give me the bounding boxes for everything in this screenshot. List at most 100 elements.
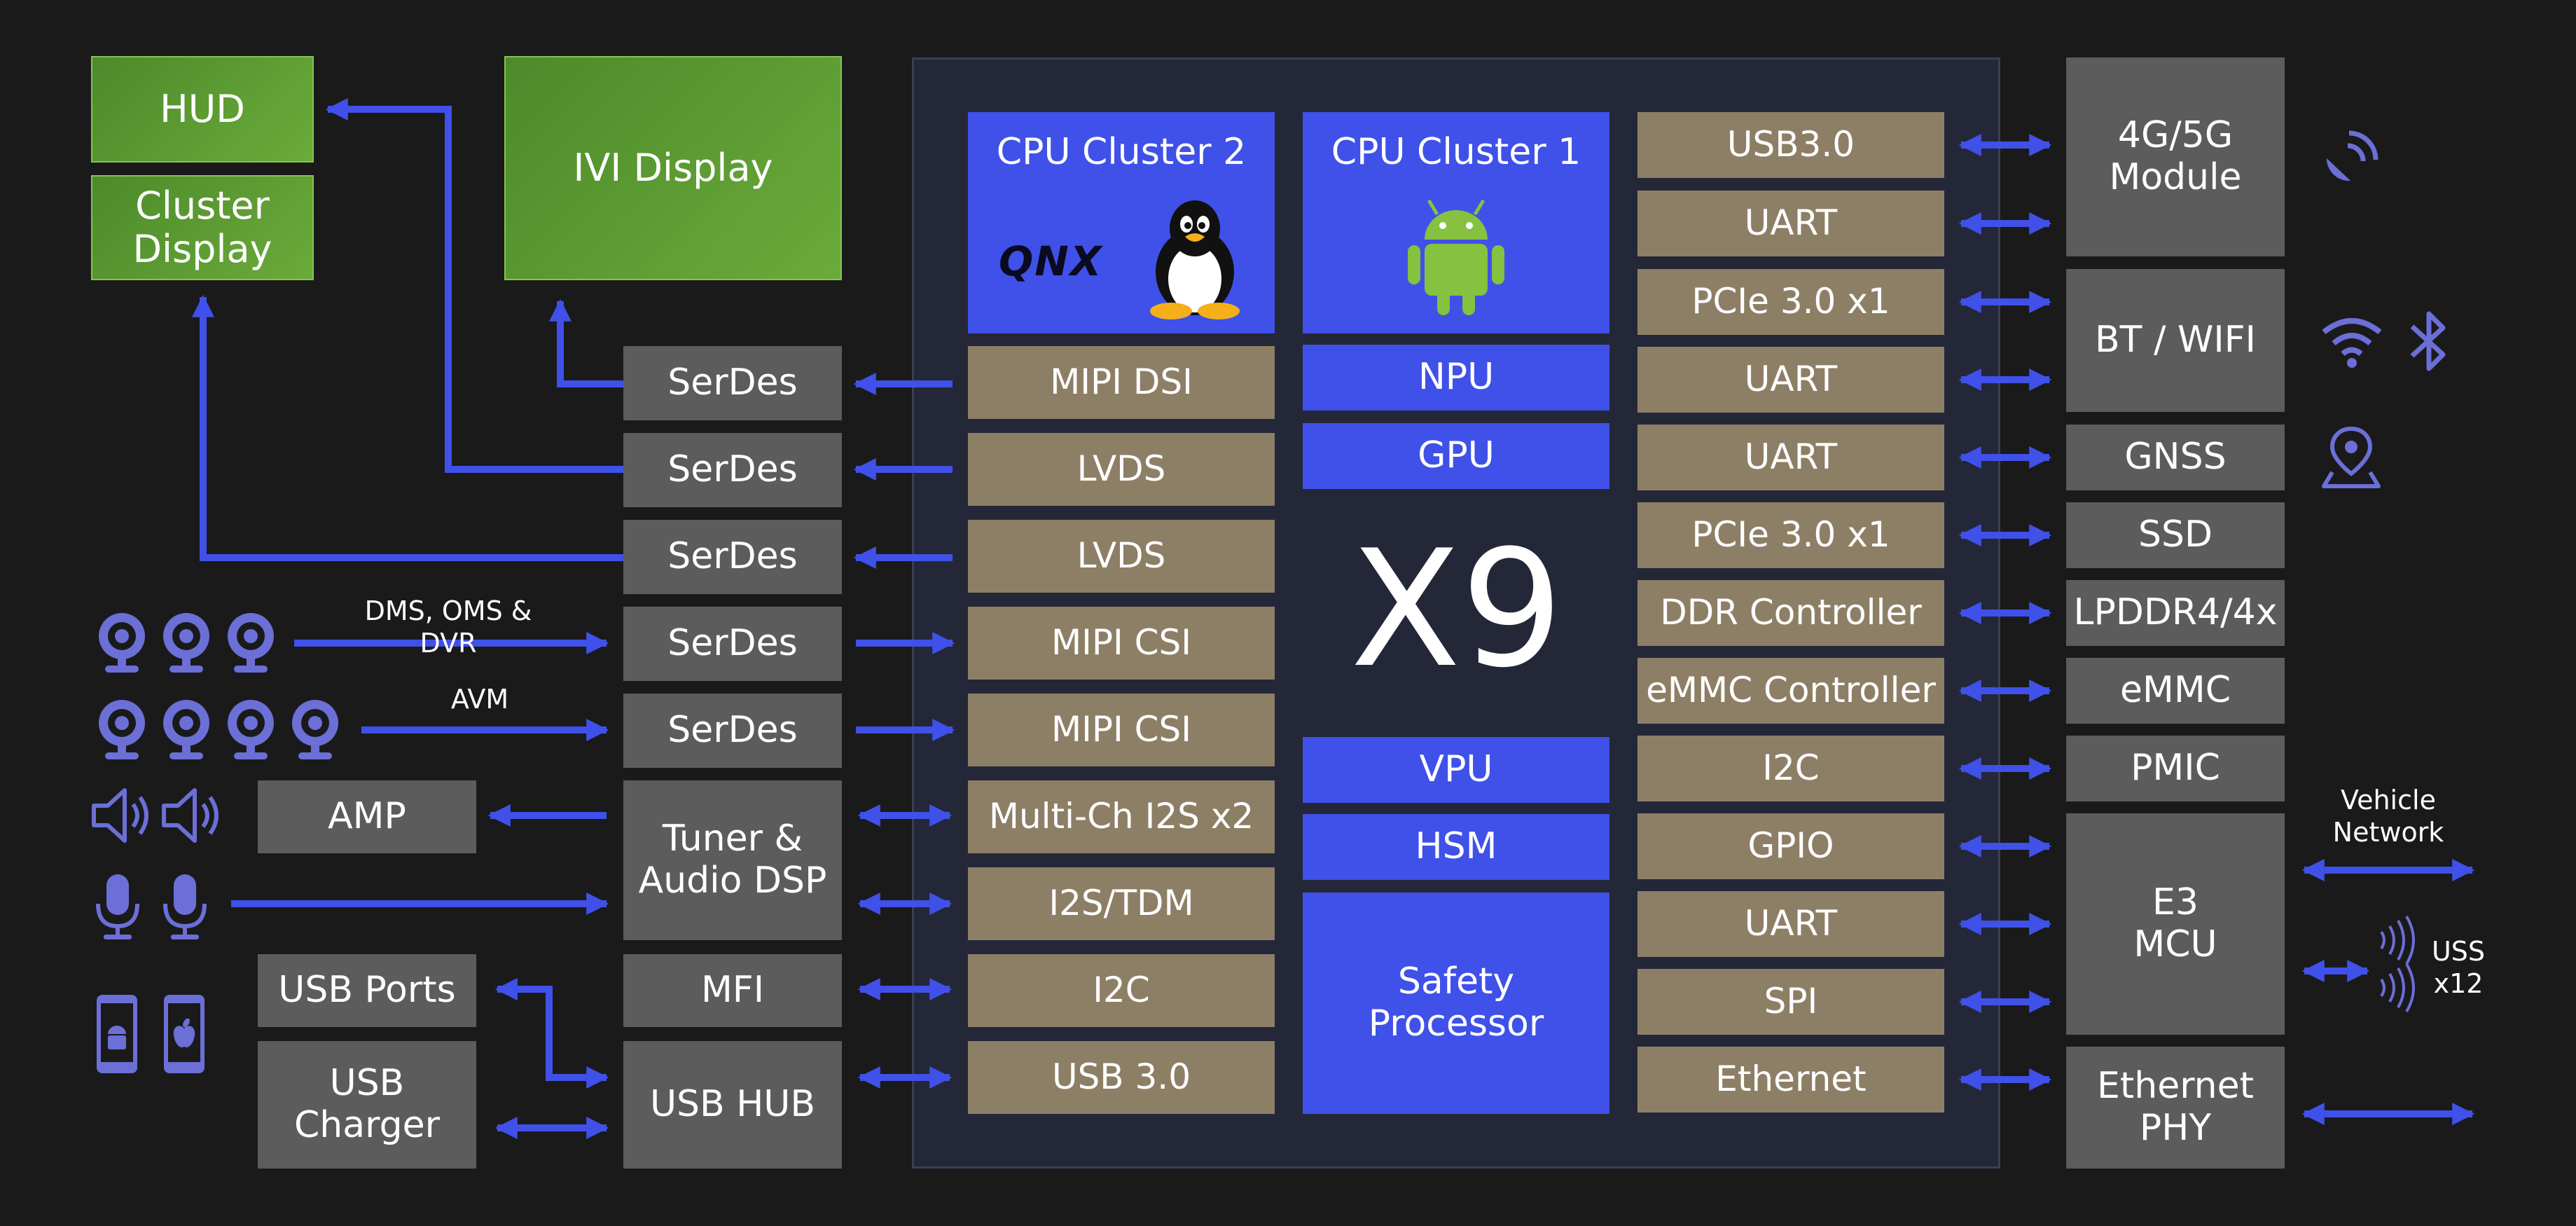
soc-right-if: USB3.0 — [1637, 112, 1944, 178]
soc-right-if: SPI — [1637, 969, 1944, 1035]
emmc-label: eMMC — [2119, 669, 2231, 712]
serdes-block: SerDes — [623, 433, 842, 507]
camera-icon — [228, 700, 274, 759]
ivi-label: IVI Display — [573, 145, 773, 190]
ethernet-phy-block: Ethernet PHY — [2066, 1047, 2285, 1169]
soc-title: X9 — [1350, 516, 1563, 703]
soc-right-label: Ethernet — [1715, 1059, 1867, 1100]
serdes-block: SerDes — [623, 607, 842, 681]
vpu-block: VPU — [1303, 737, 1609, 803]
ivi-display: IVI Display — [504, 56, 842, 280]
tuner-label: Tuner & Audio DSP — [638, 818, 827, 902]
serdes-block: SerDes — [623, 346, 842, 420]
soc-right-if: DDR Controller — [1637, 580, 1944, 646]
cpu-cluster-1-label: CPU Cluster 1 — [1331, 131, 1581, 173]
pmic-block: PMIC — [2066, 736, 2285, 801]
soc-left-if: Multi-Ch I2S x2 — [968, 780, 1275, 853]
soc-left-if: MIPI DSI — [968, 346, 1275, 419]
camera-icon — [99, 613, 145, 673]
ultrasonic-icon — [2380, 915, 2415, 1013]
safety-processor-label: Safety Processor — [1368, 960, 1544, 1045]
usb-ports-block: USB Ports — [258, 954, 476, 1027]
camera-icon — [292, 700, 338, 759]
mcu-label: E3 MCU — [2133, 881, 2217, 965]
lpddr-block: LPDDR4/4x — [2066, 580, 2285, 646]
camera-icon — [163, 700, 209, 759]
qnx-logo: QNX — [999, 237, 1103, 285]
mfi-label: MFI — [700, 969, 765, 1012]
location-pin-icon — [2322, 426, 2381, 488]
soc-left-if: MIPI CSI — [968, 607, 1275, 680]
soc-right-if: I2C — [1637, 736, 1944, 801]
gpu-label: GPU — [1418, 434, 1495, 477]
phone-apple-icon — [164, 995, 205, 1073]
serdes-label: SerDes — [667, 448, 798, 491]
camera-icon — [163, 613, 209, 673]
bt-wifi-block: BT / WIFI — [2066, 269, 2285, 412]
soc-left-if: I2C — [968, 954, 1275, 1027]
soc-left-label: I2C — [1093, 970, 1150, 1011]
bt-wifi-label: BT / WIFI — [2094, 319, 2256, 361]
soc-right-if: eMMC Controller — [1637, 658, 1944, 724]
soc-right-label: eMMC Controller — [1646, 670, 1936, 711]
soc-right-label: UART — [1744, 202, 1838, 244]
vehicle-network-label: Vehicle Network — [2332, 785, 2444, 848]
npu-label: NPU — [1418, 356, 1495, 399]
soc-left-label: LVDS — [1076, 535, 1166, 577]
safety-processor-block: Safety Processor — [1303, 893, 1609, 1114]
avm-label: AVM — [450, 684, 509, 715]
mfi-block: MFI — [623, 954, 842, 1027]
gnss-block: GNSS — [2066, 425, 2285, 490]
soc-right-label: PCIe 3.0 x1 — [1691, 514, 1890, 556]
amp-block: AMP — [258, 780, 476, 853]
soc-left-if: LVDS — [968, 433, 1275, 506]
uss-label: USS x12 — [2431, 936, 2486, 999]
cpu-cluster-2: CPU Cluster 2 QNX — [968, 112, 1275, 333]
soc-right-if: GPIO — [1637, 813, 1944, 879]
serdes-block: SerDes — [623, 694, 842, 768]
speaker-icon — [92, 788, 148, 843]
usb-charger-label: USB Charger — [294, 1062, 440, 1146]
pmic-label: PMIC — [2131, 747, 2220, 790]
ephy-label: Ethernet PHY — [2097, 1065, 2254, 1149]
soc-right-label: UART — [1744, 436, 1838, 478]
vpu-label: VPU — [1419, 748, 1493, 791]
soc-right-if: PCIe 3.0 x1 — [1637, 502, 1944, 568]
soc-right-if: UART — [1637, 891, 1944, 957]
phone-android-icon — [97, 995, 137, 1073]
serdes-label: SerDes — [667, 535, 798, 578]
cpu-cluster-2-label: CPU Cluster 2 — [996, 131, 1247, 173]
microphone-icon — [163, 874, 207, 939]
soc-right-if: UART — [1637, 191, 1944, 256]
satellite-icon — [2327, 130, 2378, 181]
hsm-block: HSM — [1303, 814, 1609, 880]
soc-left-label: USB 3.0 — [1051, 1056, 1191, 1098]
modem-label: 4G/5G Module — [2109, 114, 2242, 198]
soc-right-label: USB3.0 — [1726, 124, 1855, 165]
soc-right-if: UART — [1637, 347, 1944, 413]
ssd-label: SSD — [2138, 514, 2213, 556]
tuner-audio-dsp-block: Tuner & Audio DSP — [623, 780, 842, 940]
penguin-icon — [1150, 200, 1240, 319]
soc-left-if: USB 3.0 — [968, 1041, 1275, 1114]
lpddr-label: LPDDR4/4x — [2073, 591, 2278, 634]
soc-right-label: UART — [1744, 359, 1838, 400]
soc-right-label: PCIe 3.0 x1 — [1691, 281, 1890, 322]
usb-ports-arrow — [494, 977, 609, 1089]
soc-right-label: GPIO — [1747, 825, 1834, 867]
soc-left-label: MIPI CSI — [1051, 622, 1192, 663]
serdes-to-hud-arrow — [325, 97, 623, 473]
ssd-block: SSD — [2066, 502, 2285, 568]
soc-left-label: LVDS — [1076, 448, 1166, 490]
android-robot-icon — [1408, 199, 1504, 315]
soc-right-label: SPI — [1764, 981, 1818, 1022]
usb-ports-label: USB Ports — [278, 969, 456, 1012]
cpu-cluster-1: CPU Cluster 1 — [1303, 112, 1609, 333]
wifi-icon — [2322, 318, 2382, 368]
soc-right-if: PCIe 3.0 x1 — [1637, 269, 1944, 335]
camera-icon — [228, 613, 274, 673]
camera-icon — [99, 700, 145, 759]
emmc-block: eMMC — [2066, 658, 2285, 724]
